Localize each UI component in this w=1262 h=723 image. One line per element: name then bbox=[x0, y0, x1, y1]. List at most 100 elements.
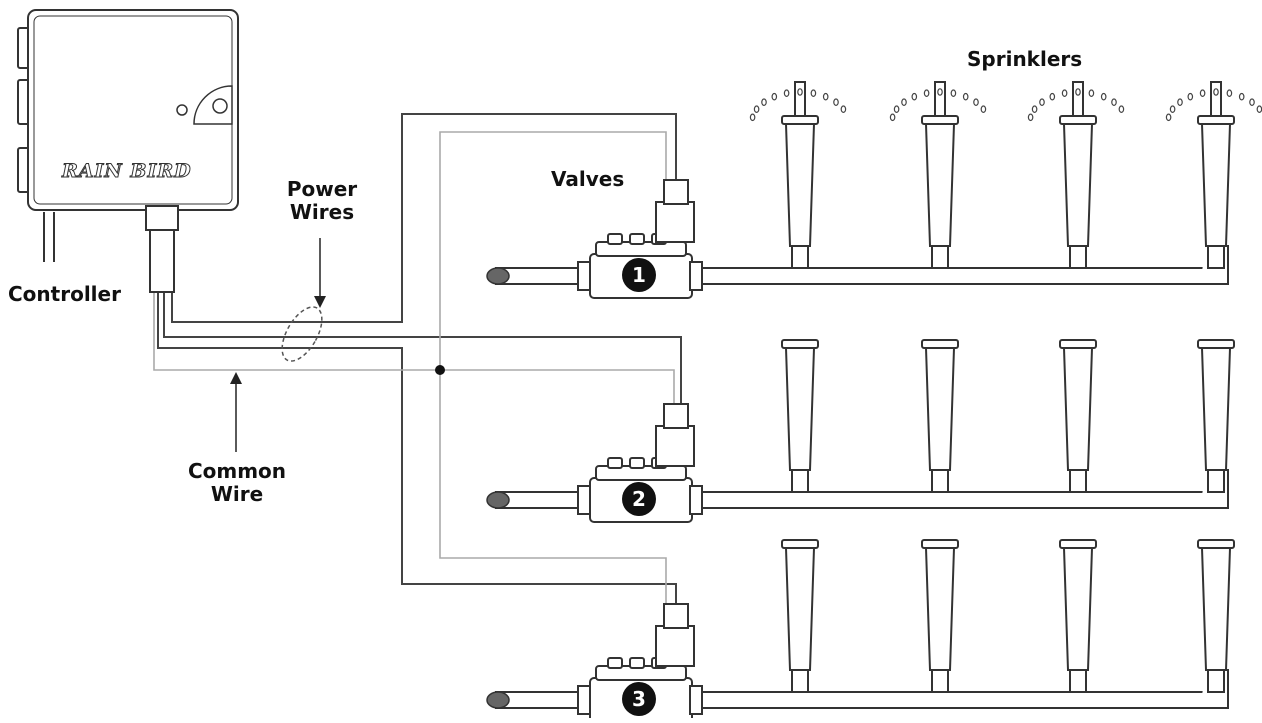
sprinkler-body bbox=[924, 347, 956, 471]
sprinkler-head bbox=[1197, 539, 1235, 693]
spray-pattern bbox=[749, 88, 847, 122]
spray-droplet bbox=[761, 98, 767, 107]
sprinkler-head bbox=[781, 339, 819, 493]
spray-droplet bbox=[1049, 92, 1056, 101]
common-wire-junction bbox=[435, 365, 445, 375]
sprinkler-head bbox=[1197, 339, 1235, 493]
sprinkler-base bbox=[1069, 669, 1087, 693]
sprinkler-top bbox=[781, 115, 819, 125]
sprinkler-head bbox=[921, 81, 959, 269]
spray-pattern bbox=[889, 88, 987, 122]
common-wire bbox=[153, 290, 675, 405]
sprinkler-body bbox=[1200, 123, 1232, 247]
spray-droplet bbox=[1031, 105, 1038, 114]
lateral-pipe bbox=[697, 491, 1219, 509]
spray-droplet bbox=[1169, 105, 1176, 114]
common-wire-arrowhead bbox=[230, 372, 242, 384]
common-wire-valve-1 bbox=[439, 131, 667, 370]
sprinkler-top bbox=[781, 339, 819, 349]
spray-droplet bbox=[1118, 105, 1125, 114]
spray-droplet bbox=[1111, 98, 1117, 107]
annotation-marks bbox=[230, 238, 326, 452]
spray-droplet bbox=[889, 113, 896, 122]
spray-droplet bbox=[962, 92, 969, 101]
valve-badge-2: 2 bbox=[622, 482, 656, 516]
zones bbox=[486, 81, 1235, 723]
spray-droplet bbox=[1249, 98, 1255, 107]
sprinkler-base bbox=[931, 245, 949, 269]
spray-pattern bbox=[1027, 88, 1125, 122]
valve-fitting-right bbox=[689, 685, 703, 715]
inlet-pipe bbox=[495, 491, 589, 509]
label-power-wires-line2: Wires bbox=[289, 200, 355, 224]
valve-fitting-left bbox=[577, 685, 591, 715]
spray-droplet bbox=[810, 89, 817, 98]
sprinkler-sprays bbox=[749, 88, 1262, 122]
valve-screw bbox=[629, 657, 645, 669]
sprinkler-base bbox=[1207, 469, 1225, 493]
solenoid-cap bbox=[663, 603, 689, 629]
pipe-cap bbox=[486, 691, 510, 709]
inlet-pipe bbox=[495, 267, 589, 285]
sprinkler-top bbox=[781, 539, 819, 549]
power-wire-valve-1 bbox=[171, 113, 677, 323]
spray-droplet bbox=[840, 105, 847, 114]
wires bbox=[153, 113, 682, 608]
spray-droplet bbox=[973, 98, 979, 107]
valve-screw bbox=[629, 457, 645, 469]
solenoid bbox=[655, 425, 695, 467]
sprinkler-top bbox=[1197, 115, 1235, 125]
spray-droplet bbox=[1177, 98, 1183, 107]
valve-fitting-right bbox=[689, 261, 703, 291]
power-wires-ellipse bbox=[281, 306, 323, 362]
spray-droplet bbox=[783, 89, 790, 98]
label-controller: Controller bbox=[8, 282, 121, 306]
spray-droplet bbox=[937, 88, 943, 96]
controller-brand-logo: RAIN BIRD bbox=[62, 160, 192, 183]
lock-icon bbox=[176, 104, 188, 116]
label-common-wire-line1: Common bbox=[187, 459, 287, 483]
sprinkler-base bbox=[791, 469, 809, 493]
sprinkler-top bbox=[921, 539, 959, 549]
power-wire-valve-3 bbox=[157, 290, 677, 608]
sprinkler-body bbox=[1062, 123, 1094, 247]
spray-droplet bbox=[753, 105, 760, 114]
valve-badge-3: 3 bbox=[622, 682, 656, 716]
lateral-pipe bbox=[697, 691, 1219, 709]
zone-1 bbox=[486, 81, 1235, 299]
sprinkler-body bbox=[1062, 547, 1094, 671]
valve-screw bbox=[607, 233, 623, 245]
valve-screw bbox=[629, 233, 645, 245]
sprinkler-body bbox=[1200, 547, 1232, 671]
spray-droplet bbox=[1165, 113, 1172, 122]
sprinkler-base bbox=[791, 245, 809, 269]
spray-droplet bbox=[749, 113, 756, 122]
sprinkler-top bbox=[1059, 115, 1097, 125]
sprinkler-body bbox=[924, 123, 956, 247]
sprinkler-body bbox=[1062, 347, 1094, 471]
sprinkler-top bbox=[1197, 339, 1235, 349]
spray-droplet bbox=[1226, 89, 1233, 98]
label-common-wire-line2: Wire bbox=[210, 482, 264, 506]
pipe-cap bbox=[486, 267, 510, 285]
valve-fitting-left bbox=[577, 485, 591, 515]
spray-pattern bbox=[1165, 88, 1262, 122]
spray-droplet bbox=[950, 89, 957, 98]
lateral-pipe bbox=[697, 267, 1219, 285]
spray-droplet bbox=[980, 105, 987, 114]
sprinkler-base bbox=[1069, 469, 1087, 493]
sprinkler-head bbox=[781, 81, 819, 269]
valve-badge-1: 1 bbox=[622, 258, 656, 292]
sprinkler-head bbox=[1059, 81, 1097, 269]
sprinkler-body bbox=[784, 347, 816, 471]
spray-droplet bbox=[833, 98, 839, 107]
spray-droplet bbox=[1088, 89, 1095, 98]
solenoid-cap bbox=[663, 403, 689, 429]
spray-droplet bbox=[1187, 92, 1194, 101]
sprinkler-head bbox=[1059, 539, 1097, 693]
sprinkler-body bbox=[784, 123, 816, 247]
spray-droplet bbox=[893, 105, 900, 114]
solenoid-cap bbox=[663, 179, 689, 205]
